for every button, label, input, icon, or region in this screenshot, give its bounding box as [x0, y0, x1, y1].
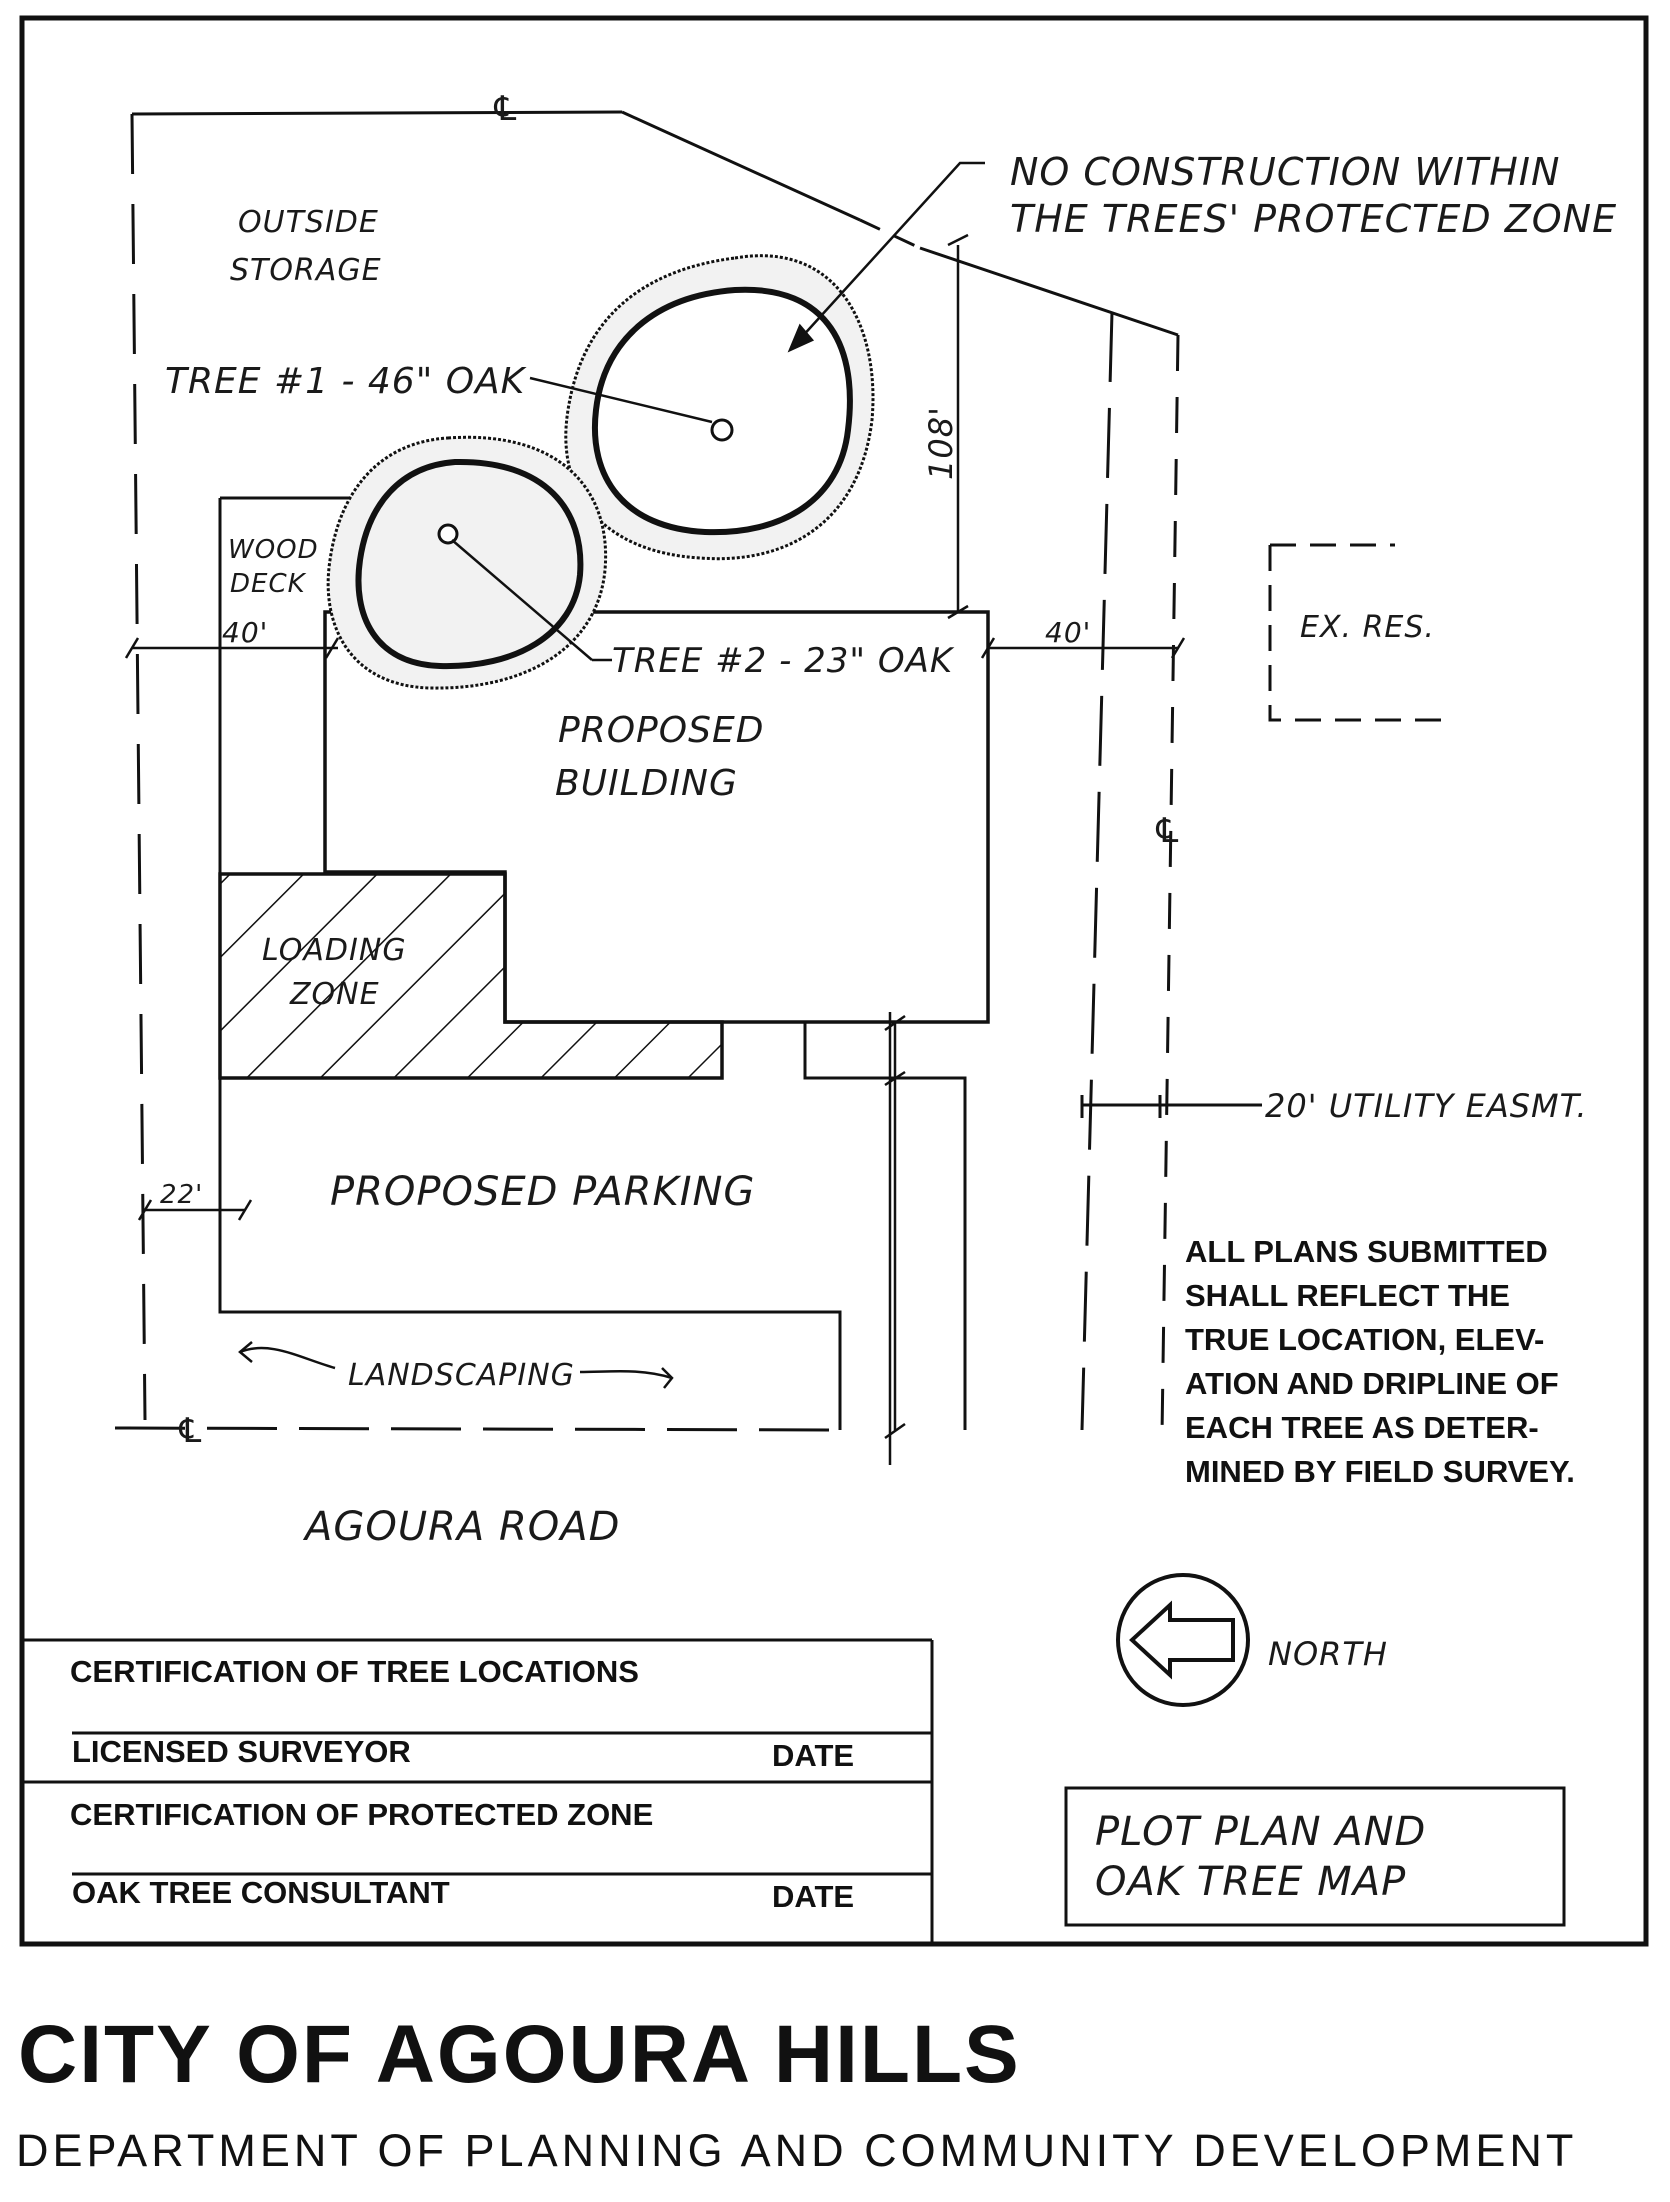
- cert-date-1: DATE: [772, 1738, 854, 1773]
- outside-storage-label-2: STORAGE: [230, 253, 382, 288]
- note-line: EACH TREE AS DETER-: [1185, 1410, 1539, 1445]
- property-line-mark-east: ℄: [1152, 811, 1183, 851]
- dim-40-left-label: 40': [222, 616, 268, 649]
- cert-protected-zone: CERTIFICATION OF PROTECTED ZONE: [70, 1797, 653, 1832]
- note-line: MINED BY FIELD SURVEY.: [1185, 1454, 1575, 1489]
- loading-zone: [218, 872, 724, 1080]
- city-title: CITY OF AGOURA HILLS: [18, 2009, 1021, 2100]
- sheet-border: [19, 15, 1649, 1947]
- note-line: ATION AND DRIPLINE OF: [1185, 1366, 1559, 1401]
- plan-title-line-1: PLOT PLAN AND: [1095, 1809, 1426, 1855]
- plan-title-line-2: OAK TREE MAP: [1095, 1859, 1406, 1905]
- property-line-mark-south: ℄: [175, 1411, 206, 1451]
- no-construction-label-1: NO CONSTRUCTION WITHIN: [1010, 150, 1560, 194]
- north-arrow-icon: [1129, 1600, 1235, 1680]
- survey-note: ALL PLANS SUBMITTED SHALL REFLECT THE TR…: [1185, 1234, 1575, 1489]
- tree-1-label: TREE #1 - 46" OAK: [165, 361, 527, 402]
- tree-2-trunk: [437, 523, 459, 545]
- outside-storage-label-1: OUTSIDE: [238, 205, 379, 240]
- tree-2-protected-zone: [326, 435, 608, 690]
- note-line: TRUE LOCATION, ELEV-: [1185, 1322, 1544, 1357]
- access-drive-outline: [803, 1022, 967, 1430]
- tree-2-label: TREE #2 - 23" OAK: [612, 641, 955, 681]
- cert-oak-consultant: OAK TREE CONSULTANT: [72, 1875, 450, 1910]
- property-line-mark: ℄: [490, 89, 521, 129]
- plot-plan-drawing: ℄ ℄ ℄ OUTSIDE STORAGE NO CONSTRUCTION WI…: [19, 15, 1649, 1947]
- agoura-road-label: AGOURA ROAD: [302, 1504, 620, 1550]
- cert-licensed-surveyor: LICENSED SURVEYOR: [72, 1734, 411, 1769]
- no-construction-label-2: THE TREES' PROTECTED ZONE: [1010, 197, 1617, 241]
- ex-res-label: EX. RES.: [1300, 610, 1435, 645]
- property-line: [114, 110, 1180, 1436]
- wood-deck-label-2: DECK: [230, 569, 307, 599]
- loading-zone-label-2: ZONE: [289, 977, 380, 1012]
- dim-40-right-label: 40': [1045, 616, 1091, 649]
- landscaping-label: LANDSCAPING: [348, 1358, 575, 1393]
- wood-deck-label-1: WOOD: [228, 535, 319, 565]
- tree-1-protected-zone: [564, 254, 875, 561]
- certification-block: [24, 1638, 934, 1944]
- proposed-building-label-1: PROPOSED: [558, 710, 764, 751]
- note-line: ALL PLANS SUBMITTED: [1185, 1234, 1548, 1269]
- plan-title-box: [1064, 1786, 1566, 1927]
- dim-108-label: 108': [922, 406, 960, 480]
- department-subtitle: DEPARTMENT OF PLANNING AND COMMUNITY DEV…: [16, 2125, 1578, 2176]
- north-label: NORTH: [1268, 1635, 1388, 1673]
- utility-easement-line: [1080, 311, 1114, 1431]
- note-line: SHALL REFLECT THE: [1185, 1278, 1510, 1313]
- proposed-building-label-2: BUILDING: [555, 763, 738, 804]
- cert-date-2: DATE: [772, 1879, 854, 1914]
- existing-residence: [1268, 543, 1455, 722]
- cert-tree-locations: CERTIFICATION OF TREE LOCATIONS: [70, 1654, 639, 1689]
- proposed-parking-label: PROPOSED PARKING: [330, 1169, 755, 1215]
- dim-22-label: 22': [160, 1180, 203, 1210]
- loading-zone-label-1: LOADING: [262, 933, 407, 968]
- utility-easement-label: 20' UTILITY EASMT.: [1265, 1087, 1588, 1125]
- tree-1-trunk: [710, 418, 734, 442]
